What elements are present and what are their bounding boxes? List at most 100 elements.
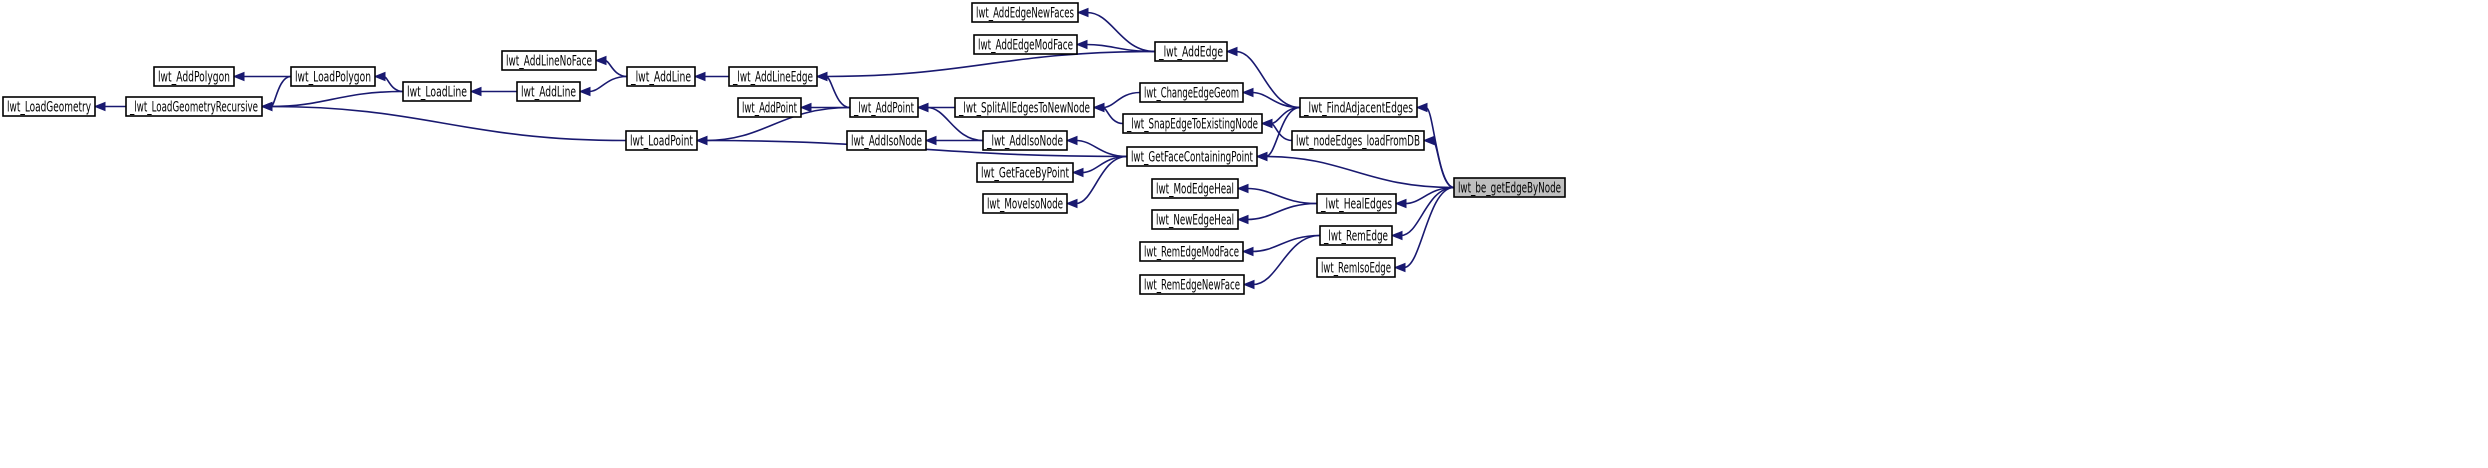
node-label: lwt_AddEdgeModFace <box>978 38 1073 54</box>
node-lwt-add-iso-node[interactable]: lwt_AddIsoNode <box>846 130 927 151</box>
edge-internal-lwt-add-line-to-lwt-add-line <box>578 75 628 97</box>
node-box <box>2 96 96 117</box>
node-lwt-rem-iso-edge[interactable]: lwt_RemIsoEdge <box>1316 257 1396 278</box>
node-lwt-load-line[interactable]: lwt_LoadLine <box>402 81 472 102</box>
edge-lwt-be-get-edge-by-node-to-internal-lwt-rem-edge <box>1390 186 1455 241</box>
node-box <box>1299 97 1418 118</box>
edge-internal-lwt-heal-edges-to-lwt-mod-edge-heal <box>1236 183 1318 205</box>
node-label: lwt_RemEdgeModFace <box>1144 245 1239 261</box>
node-box <box>1319 225 1393 246</box>
node-label: _lwt_RemEdge <box>1323 229 1388 245</box>
node-lwt-add-line-no-face[interactable]: lwt_AddLineNoFace <box>501 50 597 71</box>
node-label: lwt_nodeEdges_loadFromDB <box>1296 134 1420 150</box>
node-box <box>1316 257 1396 278</box>
node-lwt-rem-edge-new-face[interactable]: lwt_RemEdgeNewFace <box>1139 274 1245 295</box>
nodes-layer: lwt_LoadGeometry _lwt_LoadGeometryRecursi… <box>2 2 1566 295</box>
node-box <box>1151 178 1239 199</box>
node-box <box>976 162 1074 183</box>
edge-lwt-be-get-edge-by-node-to-lwt-get-face-containing-point <box>1255 151 1455 189</box>
node-box <box>982 130 1068 151</box>
node-internal-lwt-add-line-edge[interactable]: _lwt_AddLineEdge <box>728 66 818 87</box>
node-label: _lwt_AddIsoNode <box>986 134 1063 150</box>
node-internal-lwt-split-all-edges-to-new-node[interactable]: _lwt_SplitAllEdgesToNewNode <box>954 97 1095 118</box>
node-box <box>1291 130 1425 151</box>
edge-lwt-be-get-edge-by-node-to-lwt-rem-iso-edge <box>1393 186 1455 273</box>
node-label: _lwt_AddLineEdge <box>732 70 813 86</box>
node-box <box>1453 177 1566 198</box>
node-lwt-move-iso-node[interactable]: lwt_MoveIsoNode <box>982 193 1068 214</box>
node-lwt-be-get-edge-by-node[interactable]: lwt_be_getEdgeByNode <box>1453 177 1566 198</box>
node-label: lwt_ChangeEdgeGeom <box>1144 86 1239 102</box>
edge-lwt-node-edges-load-from-db-to-internal-lwt-snap-edge-to-existing-node <box>1260 118 1293 142</box>
node-box <box>1139 82 1244 103</box>
node-label: _lwt_AddEdge <box>1158 45 1223 61</box>
node-label: _lwt_HealEdges <box>1320 197 1392 213</box>
node-lwt-load-polygon[interactable]: lwt_LoadPolygon <box>290 66 376 87</box>
node-internal-lwt-rem-edge[interactable]: _lwt_RemEdge <box>1319 225 1393 246</box>
node-lwt-get-face-by-point[interactable]: lwt_GetFaceByPoint <box>976 162 1074 183</box>
node-label: lwt_LoadLine <box>407 85 467 101</box>
node-box <box>516 81 581 102</box>
node-internal-lwt-add-edge[interactable]: _lwt_AddEdge <box>1154 41 1228 62</box>
node-label: lwt_RemIsoEdge <box>1321 261 1391 277</box>
node-lwt-add-line[interactable]: lwt_AddLine <box>516 81 581 102</box>
node-internal-lwt-add-iso-node[interactable]: _lwt_AddIsoNode <box>982 130 1068 151</box>
edge-internal-lwt-snap-edge-to-existing-node-to-internal-lwt-split-all-edges-to-new-node <box>1092 102 1124 125</box>
node-box <box>1126 146 1258 167</box>
node-label: lwt_be_getEdgeByNode <box>1458 181 1561 197</box>
node-lwt-add-edge-new-faces[interactable]: lwt_AddEdgeNewFaces <box>971 2 1079 23</box>
node-lwt-add-polygon[interactable]: lwt_AddPolygon <box>153 66 235 87</box>
node-label: lwt_LoadGeometry <box>7 100 91 116</box>
edge-internal-lwt-add-iso-node-to-lwt-add-iso-node <box>924 135 983 146</box>
node-lwt-add-point[interactable]: lwt_AddPoint <box>737 97 802 118</box>
edge-internal-lwt-split-all-edges-to-new-node-to-internal-lwt-add-point <box>916 102 955 113</box>
node-label: lwt_AddLineNoFace <box>506 54 592 70</box>
node-lwt-change-edge-geom[interactable]: lwt_ChangeEdgeGeom <box>1139 82 1244 103</box>
node-box <box>1154 41 1228 62</box>
node-label: lwt_ModEdgeHeal <box>1156 182 1234 198</box>
node-internal-lwt-find-adjacent-edges[interactable]: _lwt_FindAdjacentEdges <box>1299 97 1418 118</box>
node-lwt-get-face-containing-point[interactable]: lwt_GetFaceContainingPoint <box>1126 146 1258 167</box>
node-lwt-load-point[interactable]: lwt_LoadPoint <box>625 130 698 151</box>
edge-internal-lwt-load-geometry-recursive-to-lwt-load-geometry <box>93 101 126 112</box>
edge-internal-lwt-add-line-to-lwt-add-line-no-face <box>594 55 628 78</box>
edge-lwt-be-get-edge-by-node-to-lwt-node-edges-load-from-db <box>1422 135 1455 189</box>
node-box <box>1151 209 1239 230</box>
node-label: lwt_AddEdgeNewFaces <box>976 6 1074 22</box>
edge-lwt-load-line-to-lwt-load-polygon <box>373 71 404 93</box>
node-lwt-rem-edge-mod-face[interactable]: lwt_RemEdgeModFace <box>1139 241 1244 262</box>
node-lwt-node-edges-load-from-db[interactable]: lwt_nodeEdges_loadFromDB <box>1291 130 1425 151</box>
node-box <box>1139 274 1245 295</box>
edge-lwt-add-line-to-lwt-load-line <box>469 86 517 97</box>
node-box <box>1122 113 1263 134</box>
node-box <box>1139 241 1244 262</box>
edge-lwt-get-face-containing-point-to-lwt-get-face-by-point <box>1071 155 1128 178</box>
edge-lwt-load-point-to-internal-lwt-load-geometry-recursive <box>260 101 627 142</box>
node-lwt-add-edge-mod-face[interactable]: lwt_AddEdgeModFace <box>973 34 1078 55</box>
edge-internal-lwt-heal-edges-to-lwt-new-edge-heal <box>1236 202 1318 225</box>
node-lwt-mod-edge-heal[interactable]: lwt_ModEdgeHeal <box>1151 178 1239 199</box>
edge-internal-lwt-add-line-edge-to-internal-lwt-add-line <box>693 71 729 82</box>
edge-internal-lwt-find-adjacent-edges-to-lwt-change-edge-geom <box>1241 87 1301 109</box>
node-lwt-new-edge-heal[interactable]: lwt_NewEdgeHeal <box>1151 209 1239 230</box>
node-label: _lwt_AddPoint <box>853 101 914 117</box>
node-label: lwt_RemEdgeNewFace <box>1144 278 1240 294</box>
node-internal-lwt-add-point[interactable]: _lwt_AddPoint <box>849 97 919 118</box>
node-box <box>125 96 263 117</box>
node-internal-lwt-add-line[interactable]: _lwt_AddLine <box>626 66 696 87</box>
node-internal-lwt-load-geometry-recursive[interactable]: _lwt_LoadGeometryRecursive <box>125 96 263 117</box>
node-label: _lwt_LoadGeometryRecursive <box>129 100 258 116</box>
node-box <box>728 66 818 87</box>
node-box <box>153 66 235 87</box>
node-lwt-load-geometry[interactable]: lwt_LoadGeometry <box>2 96 96 117</box>
node-box <box>982 193 1068 214</box>
edge-internal-lwt-add-edge-to-internal-lwt-add-line-edge <box>815 50 1156 82</box>
edge-lwt-load-line-to-internal-lwt-load-geometry-recursive <box>260 90 404 112</box>
node-internal-lwt-heal-edges[interactable]: _lwt_HealEdges <box>1316 193 1397 214</box>
node-label: lwt_NewEdgeHeal <box>1156 213 1234 229</box>
node-internal-lwt-snap-edge-to-existing-node[interactable]: _lwt_SnapEdgeToExistingNode <box>1122 113 1263 134</box>
edge-lwt-get-face-containing-point-to-lwt-move-iso-node <box>1065 155 1128 209</box>
node-box <box>501 50 597 71</box>
node-box <box>626 66 696 87</box>
node-box <box>849 97 919 118</box>
